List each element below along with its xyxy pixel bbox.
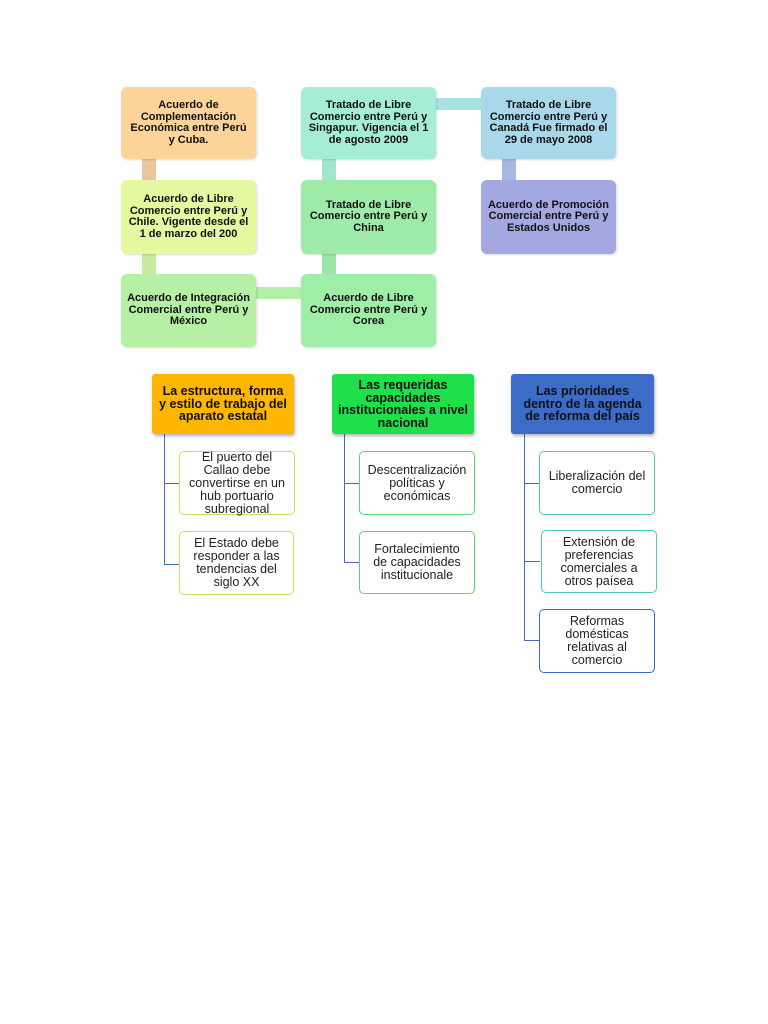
col3-branch-1 (524, 483, 540, 484)
col2-item-descentralizacion: Descentralización políticas y económicas (359, 451, 475, 515)
col3-branch-3 (524, 640, 540, 641)
box-chile: Acuerdo de Libre Comercio entre Perú y C… (121, 180, 256, 254)
col3-branch-2 (524, 561, 540, 562)
col2-tree-line (344, 433, 345, 563)
col1-header: La estructura, forma y estilo de trabajo… (152, 374, 294, 434)
box-china: Tratado de Libre Comercio entre Perú y C… (301, 180, 436, 254)
box-canada: Tratado de Libre Comercio entre Perú y C… (481, 87, 616, 159)
connector-singapur-canada (434, 98, 484, 110)
col3-item-liberalizacion: Liberalización del comercio (539, 451, 655, 515)
box-cuba: Acuerdo de Complementación Económica ent… (121, 87, 256, 159)
box-usa: Acuerdo de Promoción Comercial entre Per… (481, 180, 616, 254)
col3-header: Las prioridades dentro de la agenda de r… (511, 374, 654, 434)
col2-header: Las requeridas capacidades institucional… (332, 374, 474, 434)
col1-branch-2 (164, 564, 180, 565)
connector-chile-mexico (142, 252, 156, 276)
col3-item-reformas: Reformas domésticas relativas al comerci… (539, 609, 655, 673)
col1-item-callao: El puerto del Callao debe convertirse en… (179, 450, 295, 515)
col1-branch-1 (164, 483, 180, 484)
col3-item-extension: Extensión de preferencias comerciales a … (541, 530, 657, 593)
box-corea: Acuerdo de Libre Comercio entre Perú y C… (301, 274, 436, 347)
connector-singapur-china (322, 158, 336, 182)
box-mexico: Acuerdo de Integración Comercial entre P… (121, 274, 256, 347)
col1-item-estado: El Estado debe responder a las tendencia… (179, 531, 294, 595)
connector-mexico-corea (254, 287, 304, 299)
connector-cuba-chile (142, 158, 156, 182)
box-singapur: Tratado de Libre Comercio entre Perú y S… (301, 87, 436, 159)
connector-canada-usa (502, 158, 516, 182)
col2-branch-1 (344, 483, 360, 484)
connector-china-corea (322, 252, 336, 276)
col3-tree-line (524, 433, 525, 641)
col1-tree-line (164, 433, 165, 565)
col2-item-fortalecimiento: Fortalecimiento de capacidades instituci… (359, 531, 475, 594)
col2-branch-2 (344, 562, 360, 563)
